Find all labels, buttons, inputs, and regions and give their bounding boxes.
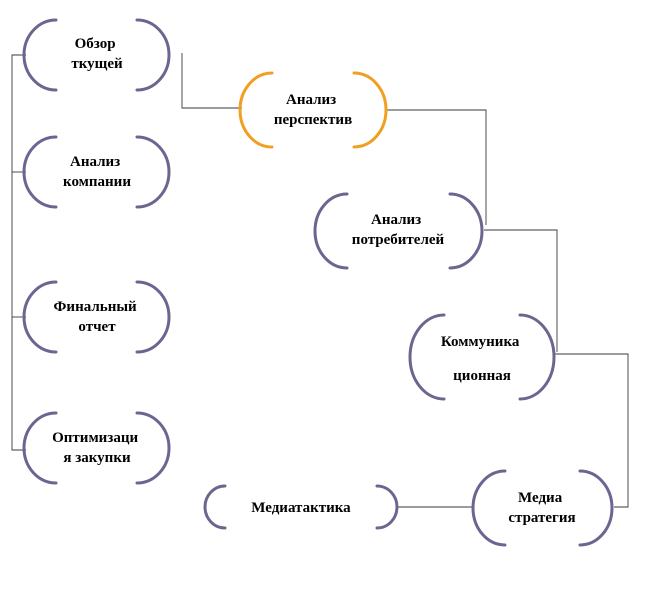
node-finalny-otchet-line-1: Финальный (54, 299, 138, 315)
node-obzor-right-arc (135, 18, 171, 92)
node-kommunikatsionnaya-line-1: Коммуника (441, 334, 520, 350)
node-mediataktika-left-arc (203, 484, 227, 530)
node-analiz-perspektiv-label: Анализ перспектив (274, 92, 352, 128)
node-optimizatsiya-right-arc (135, 411, 171, 485)
node-optimizatsiya-left-arc (22, 411, 58, 485)
node-finalny-otchet: Финальный отчет (22, 280, 171, 354)
node-optimizatsiya: Оптимизаци я закупки (22, 411, 171, 485)
node-analiz-perspektiv-line-1: Анализ (286, 92, 336, 108)
node-analiz-kompanii-right-arc (135, 135, 171, 209)
node-obzor-left-arc (22, 18, 58, 92)
connectors (11, 53, 629, 508)
node-analiz-potrebiteley-line-2: потребителей (352, 232, 445, 248)
node-finalny-otchet-left-arc (22, 280, 58, 354)
node-obzor-label: Обзор ткущей (71, 36, 123, 72)
node-mediataktika-line-1: Медиатактика (251, 500, 351, 516)
node-analiz-perspektiv-right-arc (352, 71, 388, 149)
node-kommunikatsionnaya-line-2: ционная (453, 368, 511, 384)
node-obzor-line-2: ткущей (71, 56, 123, 72)
node-obzor-line-1: Обзор (75, 36, 116, 52)
node-finalny-otchet-label: Финальный отчет (54, 299, 141, 335)
node-mediataktika: Медиатактика (203, 484, 399, 530)
node-media-strategiya-label: Медиа стратегия (508, 490, 575, 526)
node-analiz-perspektiv-line-2: перспектив (274, 112, 352, 128)
node-analiz-perspektiv-left-arc (238, 71, 274, 149)
connector-kommunikatsionnaya-media (554, 353, 629, 508)
node-analiz-potrebiteley-left-arc (313, 192, 349, 270)
node-optimizatsiya-line-2: я закупки (63, 450, 131, 466)
node-optimizatsiya-label: Оптимизаци я закупки (52, 430, 142, 466)
node-mediataktika-right-arc (375, 484, 399, 530)
node-media-strategiya-line-1: Медиа (518, 490, 563, 506)
node-mediataktika-label: Медиатактика (251, 500, 351, 516)
node-analiz-kompanii-line-2: компании (63, 174, 131, 190)
node-optimizatsiya-line-1: Оптимизаци (52, 430, 138, 446)
connector-left-bracket (11, 54, 26, 451)
node-analiz-potrebiteley-line-1: Анализ (371, 212, 421, 228)
node-media-strategiya: Медиа стратегия (471, 469, 614, 547)
node-analiz-potrebiteley-label: Анализ потребителей (352, 212, 445, 248)
node-media-strategiya-right-arc (578, 469, 614, 547)
node-analiz-kompanii-label: Анализ компании (63, 154, 131, 190)
node-kommunikatsionnaya-left-arc (408, 313, 446, 401)
node-media-strategiya-line-2: стратегия (508, 510, 575, 526)
node-analiz-kompanii: Анализ компании (22, 135, 171, 209)
node-analiz-kompanii-left-arc (22, 135, 58, 209)
node-kommunikatsionnaya-label: Коммуника ционная (441, 334, 523, 384)
node-analiz-perspektiv: Анализ перспектив (238, 71, 388, 149)
node-media-strategiya-left-arc (471, 469, 507, 547)
node-finalny-otchet-line-2: отчет (78, 319, 116, 335)
node-analiz-potrebiteley: Анализ потребителей (313, 192, 484, 270)
node-finalny-otchet-right-arc (135, 280, 171, 354)
node-obzor: Обзор ткущей (22, 18, 171, 92)
connector-potrebiteley-kommunikatsionnaya (484, 229, 558, 352)
node-analiz-potrebiteley-right-arc (448, 192, 484, 270)
connector-obzor-perspektiv (181, 53, 242, 109)
connector-perspektiv-potrebiteley (387, 109, 487, 225)
node-kommunikatsionnaya-right-arc (518, 313, 556, 401)
node-kommunikatsionnaya: Коммуника ционная (408, 313, 556, 401)
node-analiz-kompanii-line-1: Анализ (70, 154, 120, 170)
